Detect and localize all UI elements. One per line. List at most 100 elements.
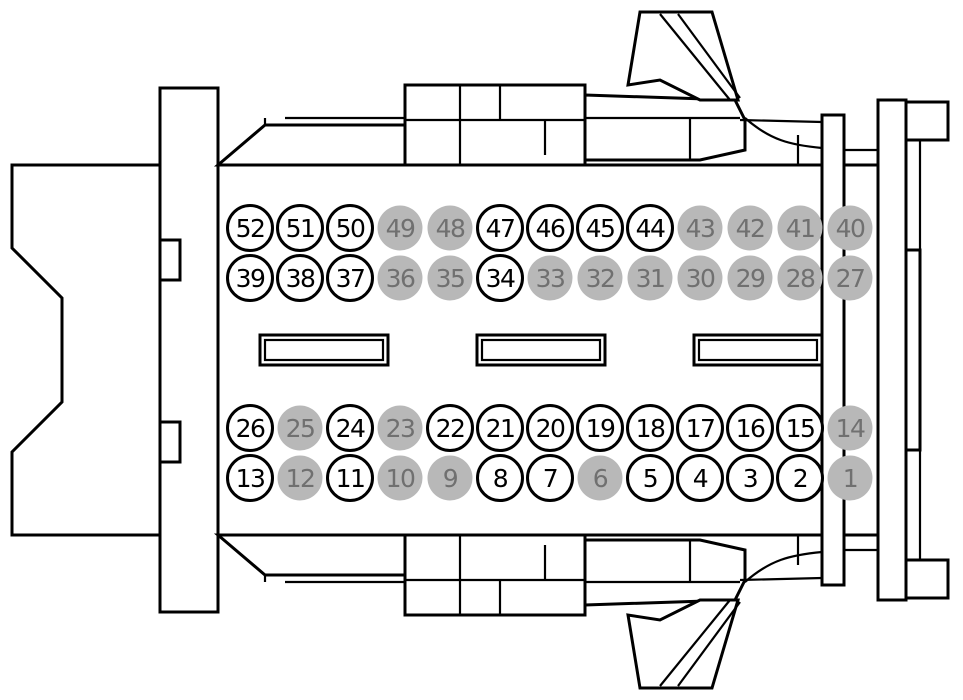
pin-1-cavity (827, 455, 873, 501)
pin-5: 5 (626, 454, 674, 502)
pin-35: 35 (427, 255, 473, 301)
pin-27-cavity (827, 255, 873, 301)
pin-26-label: 26 (236, 414, 265, 443)
pin-21: 21 (476, 404, 524, 452)
pin-30: 30 (677, 255, 723, 301)
pin-41-label: 41 (786, 214, 815, 243)
pin-2-cavity (776, 454, 824, 502)
pin-5-label: 5 (643, 464, 657, 493)
pin-12: 12 (277, 455, 323, 501)
pin-19-label: 19 (586, 414, 615, 443)
pin-13-label: 13 (236, 464, 265, 493)
pin-3: 3 (726, 454, 774, 502)
pin-14: 14 (827, 405, 873, 451)
pin-49-label: 49 (386, 214, 415, 243)
pin-19-cavity (576, 404, 624, 452)
pin-10-label: 10 (386, 464, 415, 493)
pin-44-label: 44 (636, 214, 665, 243)
pin-26-cavity (226, 404, 274, 452)
pin-4-cavity (676, 454, 724, 502)
pin-31: 31 (627, 255, 673, 301)
pin-25-cavity (277, 405, 323, 451)
pin-28: 28 (777, 255, 823, 301)
pin-21-cavity (476, 404, 524, 452)
pin-49: 49 (377, 205, 423, 251)
pin-13-cavity (226, 454, 274, 502)
pin-52-cavity (226, 204, 274, 252)
pin-37-label: 37 (336, 264, 365, 293)
pin-32-label: 32 (586, 264, 615, 293)
pin-20-label: 20 (536, 414, 565, 443)
pin-4: 4 (676, 454, 724, 502)
pin-34-cavity (476, 254, 524, 302)
pin-35-label: 35 (436, 264, 465, 293)
pin-12-label: 12 (286, 464, 315, 493)
pin-9-label: 9 (443, 464, 458, 493)
pin-46: 46 (526, 204, 574, 252)
pin-22-label: 22 (436, 414, 465, 443)
pin-41: 41 (777, 205, 823, 251)
pin-50-cavity (326, 204, 374, 252)
pin-23-label: 23 (386, 414, 415, 443)
pin-29-cavity (727, 255, 773, 301)
pin-27: 27 (827, 255, 873, 301)
pin-40-label: 40 (836, 214, 865, 243)
pin-26: 26 (226, 404, 274, 452)
pin-18: 18 (626, 404, 674, 452)
pin-39-cavity (226, 254, 274, 302)
pin-18-label: 18 (636, 414, 665, 443)
pin-48-cavity (427, 205, 473, 251)
pin-51-label: 51 (286, 214, 315, 243)
pin-35-cavity (427, 255, 473, 301)
pin-33-label: 33 (536, 264, 565, 293)
pin-14-cavity (827, 405, 873, 451)
pin-25: 25 (277, 405, 323, 451)
pin-4-label: 4 (693, 464, 708, 493)
pin-12-cavity (277, 455, 323, 501)
pin-5-cavity (626, 454, 674, 502)
pin-3-cavity (726, 454, 774, 502)
pin-41-cavity (777, 205, 823, 251)
pin-6-cavity (577, 455, 623, 501)
pin-30-cavity (677, 255, 723, 301)
pin-36-cavity (377, 255, 423, 301)
pin-38-label: 38 (286, 264, 315, 293)
pin-46-label: 46 (536, 214, 565, 243)
pin-17: 17 (676, 404, 724, 452)
pin-43-label: 43 (686, 214, 715, 243)
pin-34: 34 (476, 254, 524, 302)
pin-34-label: 34 (486, 264, 515, 293)
pin-33: 33 (527, 255, 573, 301)
pin-51-cavity (276, 204, 324, 252)
pin-7-cavity (526, 454, 574, 502)
pin-47-cavity (476, 204, 524, 252)
pin-16: 16 (726, 404, 774, 452)
pin-9-cavity (427, 455, 473, 501)
pin-48-label: 48 (436, 214, 465, 243)
pin-40: 40 (827, 205, 873, 251)
pin-8-cavity (476, 454, 524, 502)
pin-37: 37 (326, 254, 374, 302)
pin-51: 51 (276, 204, 324, 252)
pin-11: 11 (326, 454, 374, 502)
pin-20-cavity (526, 404, 574, 452)
pin-42: 42 (727, 205, 773, 251)
pin-16-cavity (726, 404, 774, 452)
lower-shroud (213, 533, 823, 690)
pin-31-label: 31 (636, 264, 665, 293)
pin-38-cavity (276, 254, 324, 302)
pin-43: 43 (677, 205, 723, 251)
pin-28-cavity (777, 255, 823, 301)
pin-9: 9 (427, 455, 473, 501)
pin-7-label: 7 (543, 464, 557, 493)
pin-43-cavity (677, 205, 723, 251)
pin-48: 48 (427, 205, 473, 251)
pin-24-cavity (326, 404, 374, 452)
pin-15-label: 15 (786, 414, 815, 443)
pin-1: 1 (827, 455, 873, 501)
pin-13: 13 (226, 454, 274, 502)
pin-10: 10 (377, 455, 423, 501)
pin-7: 7 (526, 454, 574, 502)
